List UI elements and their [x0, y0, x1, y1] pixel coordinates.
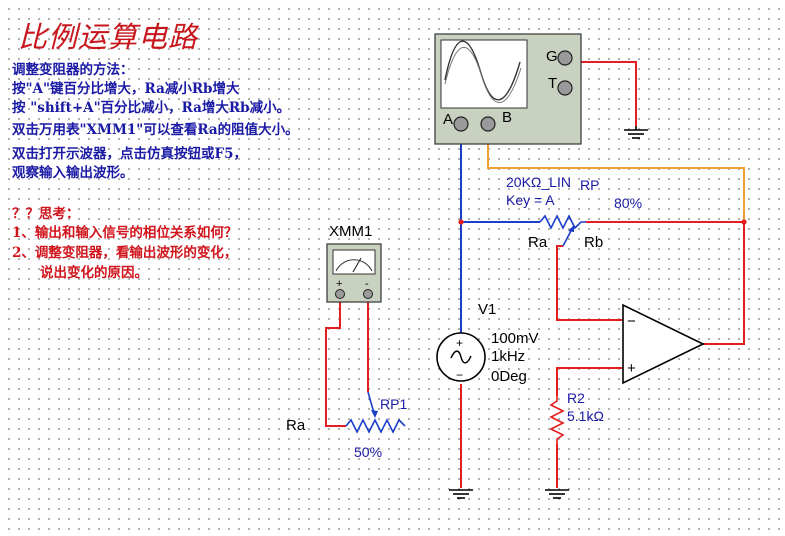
r2-name-label: R2: [567, 390, 585, 406]
instruction-line-1: 按"A"键百分比增大，Ra减小Rb增大: [12, 81, 240, 97]
v1-amplitude-label: 100mV: [491, 330, 539, 347]
ground-scope: [624, 126, 648, 139]
instruction-line-4: 双击打开示波器，点击仿真按钮或F5，: [12, 146, 247, 162]
multimeter-terminal-minus[interactable]: [363, 289, 373, 299]
ground-v1: [449, 489, 473, 499]
resistor-r2[interactable]: [549, 396, 565, 444]
rp-ra-label: Ra: [528, 234, 548, 251]
v1-frequency-label: 1kHz: [491, 348, 525, 365]
question-2b: 说出变化的原因。: [40, 265, 148, 281]
scope-label-t: T: [548, 75, 557, 92]
ground-r2: [545, 489, 569, 499]
rp-percent-label: 80%: [614, 195, 642, 211]
rp-rb-label: Rb: [584, 234, 603, 251]
v1-phase-label: 0Deg: [491, 368, 527, 385]
instruction-line-2: 按 "shift+A"百分比减小，Ra增大Rb减小。: [12, 100, 291, 116]
question-2a: 2、调整变阻器，看输出波形的变化，: [12, 245, 238, 261]
junction-output: [741, 219, 747, 225]
page-title: 比例运算电路: [18, 20, 199, 54]
multimeter-terminal-plus[interactable]: [335, 289, 345, 299]
r2-value-label: 5.1kΩ: [567, 408, 604, 424]
scope-label-b: B: [502, 109, 512, 126]
instructions-heading: 调整变阻器的方法：: [12, 62, 134, 78]
rp1-percent-label: 50%: [354, 444, 382, 460]
wire-wiper-inverting: [556, 245, 623, 321]
scope-label-g: G: [546, 48, 558, 65]
v1-name-label: V1: [478, 301, 496, 318]
wire-input-node: [460, 132, 540, 338]
multimeter-xmm1[interactable]: [326, 243, 382, 303]
junction-input: [458, 219, 464, 225]
questions-heading: ？？思考：: [12, 206, 80, 222]
instruction-line-3: 双击万用表"XMM1"可以查看Ra的阻值大小。: [12, 122, 299, 138]
wire-multimeter-rp1: [325, 300, 369, 427]
rp1-ra-label: Ra: [286, 417, 306, 434]
potentiometer-rp[interactable]: [539, 214, 586, 247]
opamp-noninverting-sign: +: [627, 360, 636, 377]
multimeter-minus-label: -: [365, 278, 369, 290]
question-1: 1、输出和输入信号的相位关系如何？: [12, 225, 238, 241]
v1-plus-sign: +: [456, 336, 463, 350]
multimeter-name-label: XMM1: [329, 223, 372, 240]
wire-scope-b-output: [487, 132, 745, 222]
rp1-name-label: RP1: [380, 396, 407, 412]
rp-name-label: RP: [580, 177, 599, 193]
scope-terminal-g[interactable]: [557, 50, 573, 66]
v1-minus-sign: −: [456, 368, 463, 382]
scope-terminal-b[interactable]: [480, 116, 496, 132]
op-amp[interactable]: [622, 303, 705, 385]
ac-source-v1[interactable]: [436, 332, 486, 382]
wire-scope-ground: [575, 61, 637, 126]
instruction-line-5: 观察输入输出波形。: [12, 165, 134, 181]
rp-model-label: 20KΩ_LIN: [506, 174, 571, 190]
opamp-inverting-sign: −: [627, 313, 636, 330]
scope-label-a: A: [443, 111, 453, 128]
scope-terminal-t[interactable]: [557, 80, 573, 96]
oscilloscope[interactable]: G T A B: [434, 33, 582, 145]
wire-noninverting-r2: [556, 367, 623, 488]
potentiometer-rp1[interactable]: [345, 391, 406, 434]
scope-terminal-a[interactable]: [453, 116, 469, 132]
rp-key-label: Key = A: [506, 192, 555, 208]
wire-output-node: [586, 221, 745, 345]
multimeter-plus-label: +: [336, 278, 342, 290]
